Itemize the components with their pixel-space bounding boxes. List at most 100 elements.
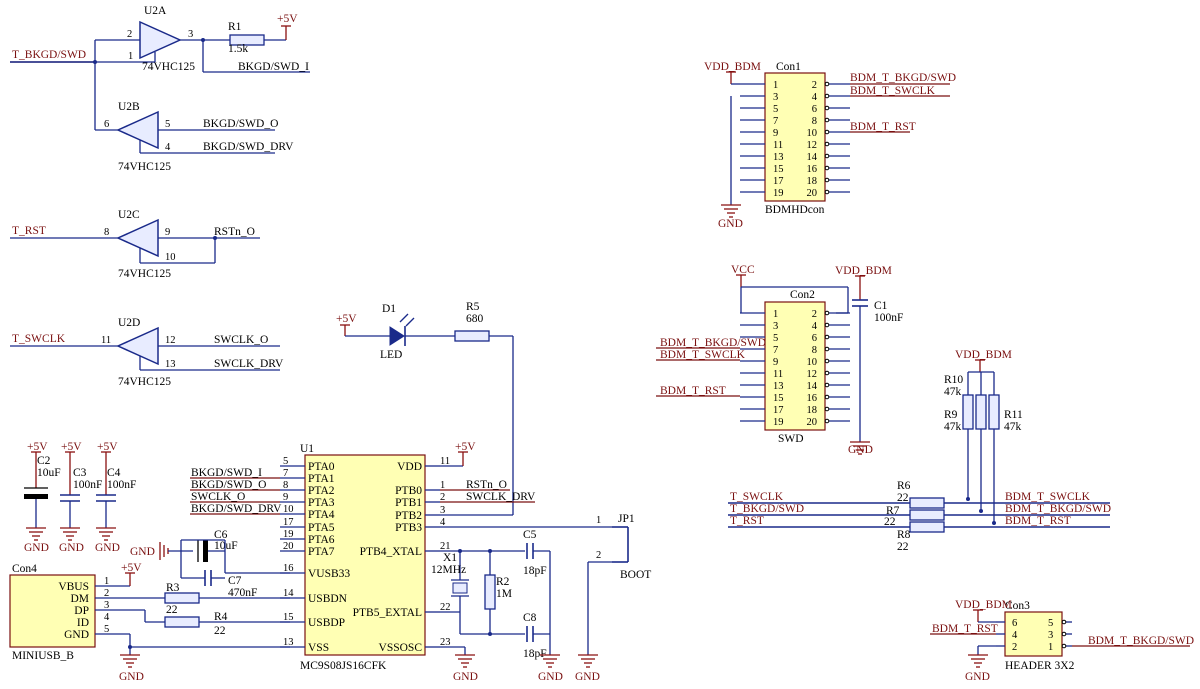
- u1-pin-num: 10: [283, 504, 294, 515]
- c2-ref: C2: [37, 455, 51, 467]
- connector-pin-dot: [824, 141, 830, 147]
- connector-pin-num: 14: [807, 381, 818, 392]
- r7-ref: R7: [886, 505, 900, 517]
- u1-pin-num: 21: [440, 541, 451, 552]
- con1-net-swclk: BDM_T_SWCLK: [850, 85, 936, 97]
- connector-con1: Con1 BDMHDcon 13579111315171924681012141…: [704, 61, 956, 230]
- con3-pin-num: 4: [1012, 630, 1018, 641]
- u1-pin-num: 16: [283, 563, 294, 574]
- r5-val: 680: [466, 313, 484, 325]
- r11-ref: R11: [1004, 409, 1023, 421]
- u1-pin-num: 7: [283, 468, 288, 479]
- u2c-pin-in: 8: [104, 227, 109, 238]
- r4-val: 22: [214, 625, 226, 637]
- connector-pin-num: 12: [807, 140, 818, 151]
- con4-pin-name: VBUS: [58, 581, 89, 593]
- u1-pin-name: VUSB33: [308, 568, 350, 580]
- connector-pin-num: 17: [773, 176, 784, 187]
- u1-pin-num: 17: [283, 517, 294, 528]
- c2-gnd-label: GND: [24, 542, 49, 554]
- con4-pin-name: ID: [77, 617, 89, 629]
- connector-pin-dot: [824, 346, 830, 352]
- u1-pin-name: PTA2: [308, 485, 335, 497]
- jp1-gnd-label: GND: [575, 671, 600, 683]
- net-bkgd-i: BKGD/SWD_I: [238, 61, 309, 73]
- c8-val: 18pF: [523, 648, 547, 660]
- u2a-ref: U2A: [144, 5, 167, 17]
- connector-pin-num: 8: [812, 345, 817, 356]
- vssosc-gnd-symbol: [455, 654, 475, 668]
- c3-val: 100nF: [73, 479, 102, 491]
- c1-ref: C1: [874, 300, 888, 312]
- connector-pin-dot: [824, 322, 830, 328]
- u1-pin-num: 1: [440, 480, 445, 491]
- con4-pin-name: DP: [74, 605, 89, 617]
- u1-pin-name: VSSOSC: [379, 642, 423, 654]
- connector-pin-num: 12: [807, 369, 818, 380]
- connector-pin-num: 11: [773, 369, 783, 380]
- u2c-ref: U2C: [118, 209, 140, 221]
- u2c-part: 74VHC125: [118, 268, 171, 280]
- r5-ref: R5: [466, 301, 480, 313]
- c5-val: 18pF: [523, 565, 547, 577]
- x1-ref: X1: [443, 552, 457, 564]
- connector-pin-dot: [824, 153, 830, 159]
- c6-ref: C6: [214, 529, 228, 541]
- d1-val: LED: [380, 349, 402, 361]
- connector-pin-num: 8: [812, 116, 817, 127]
- u1-pin-name: USBDN: [308, 593, 348, 605]
- c4-val: 100nF: [107, 479, 136, 491]
- c6-gnd-label: GND: [130, 546, 155, 558]
- net-swclk-drv: SWCLK_DRV: [214, 358, 284, 370]
- r1-val: 1.5k: [228, 43, 248, 55]
- connector-pin-num: 5: [773, 333, 778, 344]
- buffer-u2c: T_RST U2C 8 9 10 74VHC125 RSTn_O: [10, 209, 260, 280]
- cap-c2: +5V C2 10uF GND: [24, 441, 61, 554]
- c8-ref: C8: [523, 612, 537, 624]
- con1-ref: Con1: [776, 61, 801, 73]
- u1-net-bkgd-o: BKGD/SWD_O: [191, 479, 266, 491]
- u1-pin-name: PTA6: [308, 534, 335, 546]
- u1-pin-name: PTB2: [395, 510, 422, 522]
- connector-pin-num: 10: [807, 357, 818, 368]
- u1-pin-num: 23: [440, 637, 451, 648]
- r8-ref: R8: [897, 529, 911, 541]
- r10-ref: R10: [944, 374, 963, 386]
- connector-pin-num: 19: [773, 188, 784, 199]
- con2-vdd-label: VDD_BDM: [835, 265, 892, 277]
- con3-pin-num: 6: [1012, 618, 1017, 629]
- u1-net-bkgd-drv: BKGD/SWD_DRV: [191, 503, 282, 515]
- series-net-swclk: T_SWCLK: [730, 491, 784, 503]
- connector-pin-dot: [824, 382, 830, 388]
- u1-pin-name: PTB4_XTAL: [360, 546, 422, 558]
- connector-pin-num: 9: [773, 357, 778, 368]
- u1-pin-name: PTA4: [308, 509, 335, 521]
- r10-val: 47k: [944, 386, 962, 398]
- connector-pin-num: 20: [807, 188, 818, 199]
- connector-pin-dot: [824, 406, 830, 412]
- u1-pin-name: PTA5: [308, 522, 335, 534]
- c5-ref: C5: [523, 529, 537, 541]
- connector-con2: Con2 SWD 1357911131517192468101214161820…: [656, 264, 903, 456]
- u1-pin-num: 9: [283, 492, 288, 503]
- con4-pin-num: 1: [104, 576, 109, 587]
- u2a-pin-oe: 1: [128, 51, 133, 62]
- u2a-pin-out: 3: [188, 29, 193, 40]
- series-out-bkgd: BDM_T_BKGD/SWD: [1005, 503, 1111, 515]
- con3-part: HEADER 3X2: [1005, 660, 1075, 672]
- connector-pin-num: 2: [812, 309, 817, 320]
- connector-pin-num: 16: [807, 393, 818, 404]
- connector-pin-dot: [824, 394, 830, 400]
- connector-pin-dot: [824, 177, 830, 183]
- r1-ref: R1: [228, 21, 242, 33]
- connector-pin-num: 20: [807, 417, 818, 428]
- c4-gnd-label: GND: [95, 542, 120, 554]
- u2b-ref: U2B: [118, 101, 140, 113]
- con3-net-rst: BDM_T_RST: [932, 623, 998, 635]
- con1-net-bkgd: BDM_T_BKGD/SWD: [850, 72, 956, 84]
- connector-pin-dot: [824, 310, 830, 316]
- connector-pin-dot: [824, 129, 830, 135]
- u1-pin-num: 8: [283, 480, 288, 491]
